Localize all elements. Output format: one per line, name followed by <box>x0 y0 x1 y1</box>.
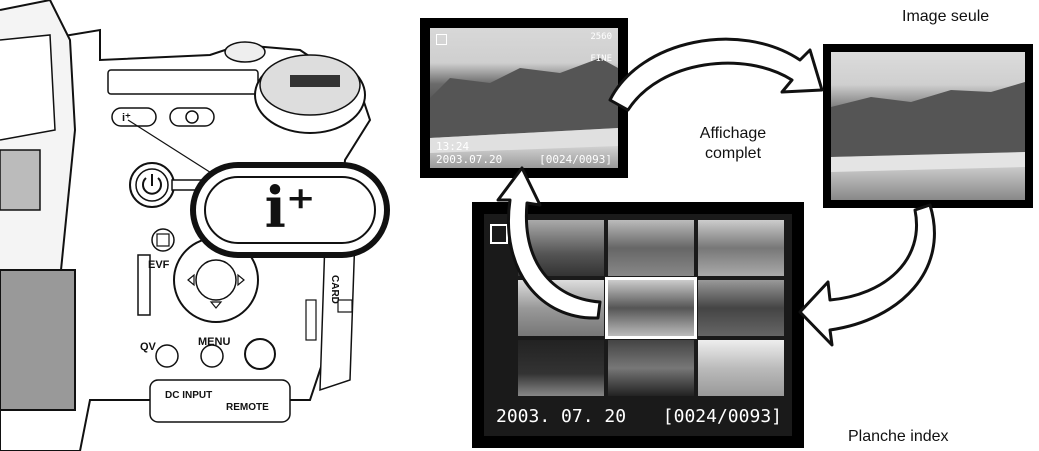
remote-label: REMOTE <box>226 402 269 413</box>
arrow-to-single-image <box>608 37 824 112</box>
date-readout: 2003.07.20 <box>436 153 503 166</box>
quality-readout: FINE <box>590 54 612 64</box>
thumbnail[interactable] <box>698 340 784 396</box>
full-display-label-line2: complet <box>704 145 762 162</box>
small-info-button-label: i⁺ <box>122 112 131 124</box>
camera-back-illustration: EVF QV MENU DC INPUT REMOTE CARD i⁺ <box>0 0 372 451</box>
single-image-photo <box>831 52 1025 200</box>
info-button-callout[interactable]: i⁺ <box>190 162 390 258</box>
frame-counter: [0024/0093] <box>539 153 612 166</box>
play-icon <box>436 34 447 45</box>
qv-label: QV <box>140 341 157 353</box>
thumbnail-selected[interactable] <box>605 277 697 339</box>
thumbnail[interactable] <box>608 340 694 396</box>
arrow-to-full-display <box>496 166 602 320</box>
arrow-to-index <box>798 203 936 347</box>
single-image-label: Image seule <box>902 8 990 25</box>
time-readout: 13:24 <box>436 140 470 153</box>
thumbnail[interactable] <box>608 220 694 276</box>
play-icon <box>490 224 508 244</box>
thumbnail[interactable] <box>698 280 784 336</box>
index-sheet-label: Planche index <box>848 428 949 445</box>
full-display-label: Affichage complet <box>688 124 778 164</box>
single-image-screen <box>823 44 1033 208</box>
index-date: 2003. 07. 20 <box>496 406 627 427</box>
full-display-label-line1: Affichage <box>699 125 767 142</box>
info-button-label: i⁺ <box>264 175 316 241</box>
thumbnail[interactable] <box>698 220 784 276</box>
full-display-screen: 2560 FINE 13:24 2003.07.20 [0024/0093] <box>420 18 628 178</box>
card-label: CARD <box>329 275 340 304</box>
full-display-photo: 2560 FINE 13:24 2003.07.20 [0024/0093] <box>430 28 618 168</box>
dc-input-label: DC INPUT <box>165 390 212 401</box>
index-frame-counter: [0024/0093] <box>662 406 782 427</box>
menu-label: MENU <box>198 336 230 348</box>
evf-label: EVF <box>148 259 170 271</box>
thumbnail[interactable] <box>518 340 604 396</box>
resolution-readout: 2560 <box>590 32 612 42</box>
